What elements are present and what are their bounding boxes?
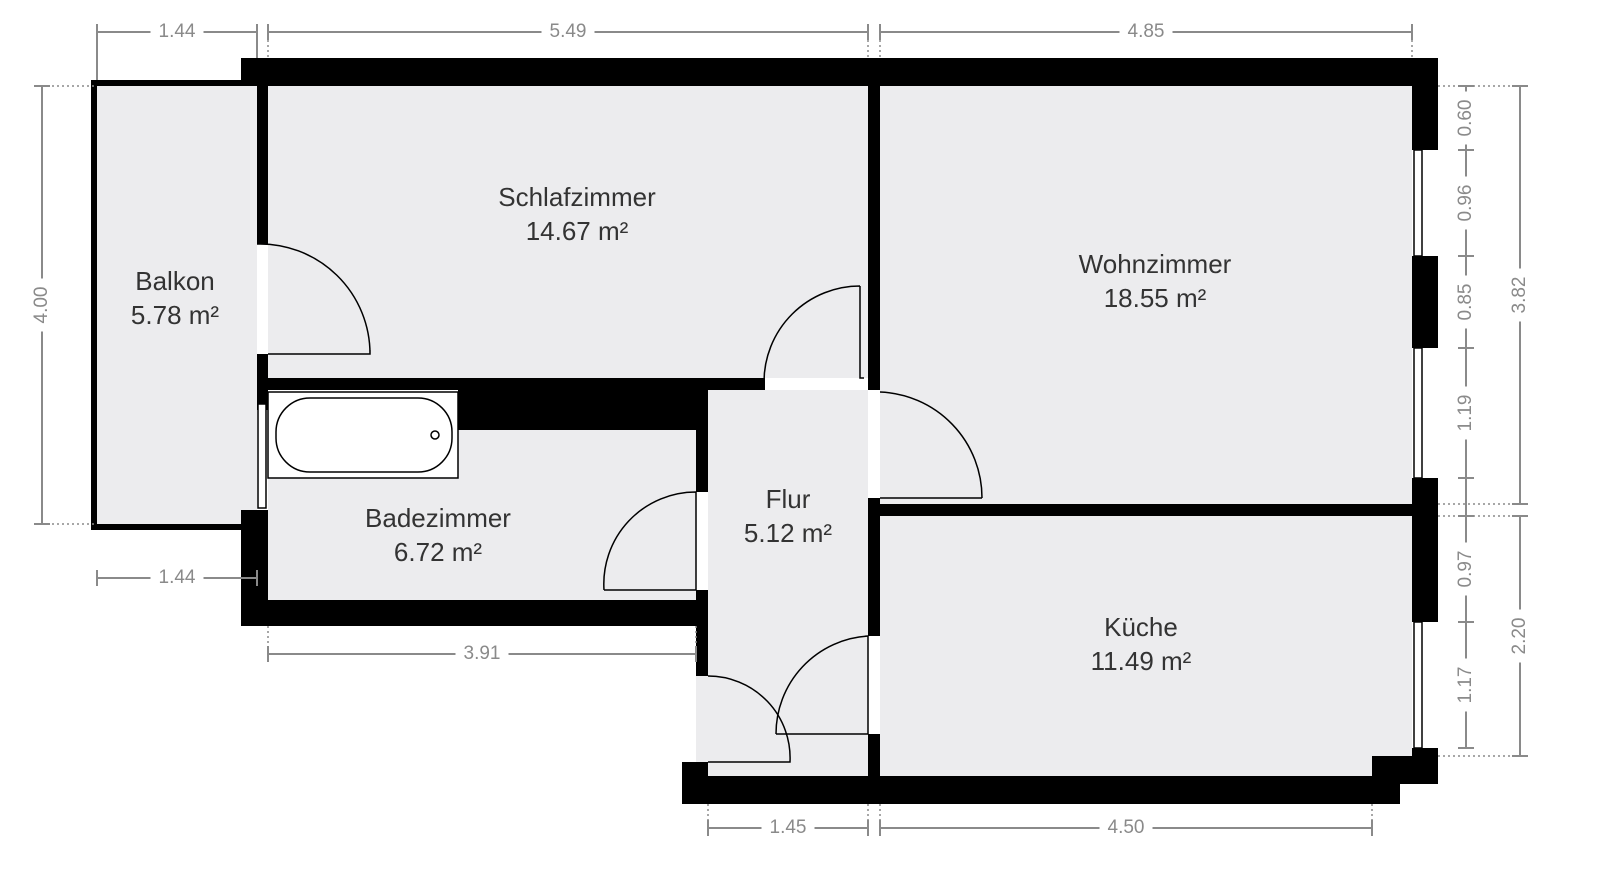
door-schlaf-balkon: [256, 243, 371, 355]
walls: [241, 58, 1438, 804]
dimension-right-segment: 1.17: [1455, 658, 1476, 712]
window-bad: [257, 403, 267, 509]
wall-top: [241, 58, 1438, 86]
room-area: 14.67 m²: [525, 216, 629, 246]
wall-left-upper: [257, 58, 268, 244]
wall-center-upper: [868, 58, 880, 390]
flur-floor: [708, 390, 868, 776]
dimension-right-segment: 0.96: [1455, 176, 1476, 230]
dimension-bottom-balkon: 1.44: [150, 568, 204, 588]
wall-right-2: [1412, 256, 1438, 348]
room-name: Schlafzimmer: [498, 182, 656, 212]
dimension-bottom-kueche: 4.50: [1099, 818, 1153, 838]
wall-center-mid: [868, 498, 880, 636]
dimension-top-balkon: 1.44: [150, 22, 204, 42]
flur-entry-floor: [696, 676, 710, 766]
door-schlaf-flur: [763, 285, 864, 383]
door-entrance: [707, 675, 791, 763]
dimension-top-schlafzimmer: 5.49: [541, 22, 595, 42]
room-label-kueche: Küche 11.49 m²: [1091, 610, 1192, 678]
window-kueche: [1413, 621, 1423, 749]
balkon-floor: [97, 86, 257, 524]
bathtub: [267, 391, 459, 479]
room-label-badezimmer: Badezimmer 6.72 m²: [365, 501, 511, 569]
room-label-flur: Flur 5.12 m²: [744, 482, 832, 550]
floor-areas: [97, 86, 1412, 776]
room-name: Balkon: [135, 266, 215, 296]
dimension-right-segment: 0.97: [1455, 542, 1476, 596]
wall-wohn-kueche: [880, 504, 1438, 516]
wall-right: [1412, 58, 1438, 150]
wohnzimmer-floor: [880, 86, 1412, 504]
door-flur-wohn: [879, 391, 983, 499]
wall-schlaf-bad: [268, 378, 765, 390]
dimension-bottom-flur: 1.45: [761, 818, 815, 838]
schlafzimmer-floor: [268, 86, 868, 378]
room-area: 5.78 m²: [130, 300, 220, 330]
kueche-floor: [880, 516, 1412, 776]
room-area: 18.55 m²: [1103, 283, 1207, 313]
dimension-top-wohnzimmer: 4.85: [1119, 22, 1173, 42]
wall-center-lower: [868, 734, 880, 776]
wall-bad-bottom: [241, 600, 708, 626]
windows: [257, 149, 1423, 749]
door-flur-bad: [603, 491, 697, 591]
room-area: 11.49 m²: [1090, 646, 1192, 676]
room-name: Flur: [765, 484, 811, 514]
balkon-railing: [91, 80, 257, 530]
dimension-lines: [34, 24, 1528, 836]
room-name: Badezimmer: [365, 503, 511, 533]
room-label-balkon: Balkon 5.78 m²: [131, 264, 219, 332]
room-label-wohnzimmer: Wohnzimmer 18.55 m²: [1079, 247, 1232, 315]
doors: [256, 243, 983, 763]
dimension-right-wohnzimmer: 3.82: [1509, 268, 1530, 322]
dimension-left-balkon: 4.00: [31, 278, 52, 332]
wall-bath-block: [458, 390, 708, 430]
dimension-bottom-badezimmer: 3.91: [455, 644, 509, 664]
room-label-schlafzimmer: Schlafzimmer 14.67 m²: [498, 180, 655, 248]
dimension-right-segment: 0.60: [1455, 91, 1476, 145]
room-area: 6.72 m²: [393, 537, 483, 567]
room-name: Wohnzimmer: [1078, 249, 1232, 279]
wall-left-mid: [257, 354, 268, 410]
dimension-right-segment: 0.85: [1455, 275, 1476, 329]
room-name: Küche: [1104, 612, 1178, 642]
dimension-right-segment: 1.19: [1455, 386, 1476, 440]
window-wohn-1: [1413, 149, 1423, 257]
dimension-leaders: [42, 40, 1528, 820]
wall-right-3: [1412, 478, 1438, 622]
wall-bottom-left-stub: [682, 762, 708, 804]
window-wohn-2: [1413, 347, 1423, 479]
room-area: 5.12 m²: [743, 518, 833, 548]
dimension-right-kueche: 2.20: [1509, 609, 1530, 663]
wall-bottom: [682, 776, 1400, 804]
wall-bad-flur-upper: [696, 390, 708, 492]
